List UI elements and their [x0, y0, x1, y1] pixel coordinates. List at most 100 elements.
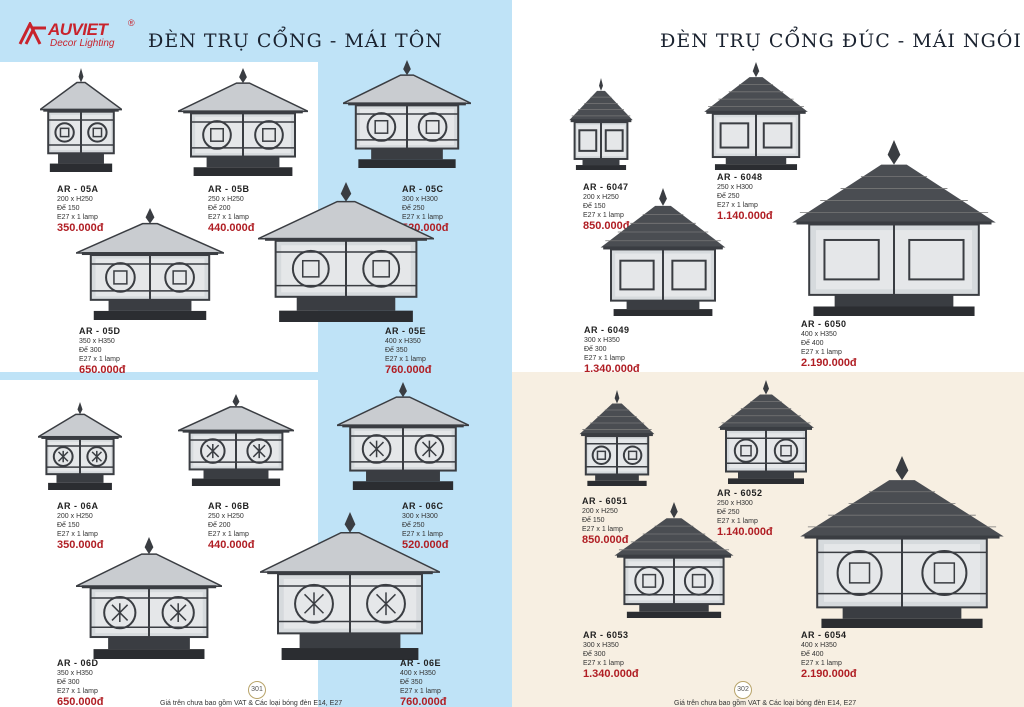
- product-code: AR - 06D: [57, 658, 99, 668]
- product-code: AR - 6054: [801, 630, 847, 640]
- product-price: 850.000đ: [582, 534, 629, 546]
- product-size: 200 x H250: [57, 513, 93, 520]
- product-price: 850.000đ: [583, 220, 630, 232]
- brand-logo: AUVIET ® Decor Lighting: [18, 18, 138, 54]
- product-lamp: E27 x 1 lamp: [57, 531, 98, 538]
- product-base: Đế 300: [584, 346, 607, 353]
- product-lamp: E27 x 1 lamp: [717, 518, 758, 525]
- catalog-page-left: AUVIET ® Decor Lighting ĐÈN TRỤ CỔNG - M…: [0, 0, 512, 707]
- gate-lamp-image: [177, 394, 295, 486]
- product-base: Đế 200: [208, 205, 231, 212]
- product-lamp: E27 x 1 lamp: [402, 214, 443, 221]
- gate-lamp-image: [257, 182, 435, 322]
- product-size: 200 x H250: [583, 194, 619, 201]
- product-price: 350.000đ: [57, 539, 104, 551]
- product-size: 350 x H350: [57, 670, 93, 677]
- product-price: 440.000đ: [208, 539, 255, 551]
- product-code: AR - 6052: [717, 488, 763, 498]
- product-lamp: E27 x 1 lamp: [584, 355, 625, 362]
- product-size: 400 x H350: [385, 338, 421, 345]
- gate-lamp-image: [568, 78, 634, 170]
- product-price: 650.000đ: [79, 364, 126, 376]
- product-base: Đế 300: [79, 347, 102, 354]
- gate-lamp-image: [788, 140, 1000, 316]
- page-number-right: 302: [734, 681, 752, 699]
- gate-lamp-image: [342, 60, 472, 168]
- product-price: 760.000đ: [385, 364, 432, 376]
- product-code: AR - 05C: [402, 184, 444, 194]
- product-base: Đế 300: [57, 679, 80, 686]
- brand-name: AUVIET: [48, 20, 108, 39]
- product-code: AR - 05A: [57, 184, 99, 194]
- product-base: Đế 400: [801, 340, 824, 347]
- product-size: 200 x H250: [582, 508, 618, 515]
- product-code: AR - 06C: [402, 501, 444, 511]
- product-price: 1.340.000đ: [584, 363, 640, 375]
- gate-lamp-image: [336, 382, 470, 490]
- product-base: Đế 350: [400, 679, 423, 686]
- product-lamp: E27 x 1 lamp: [582, 526, 623, 533]
- product-size: 400 x H350: [801, 331, 837, 338]
- product-price: 520.000đ: [402, 539, 449, 551]
- product-lamp: E27 x 1 lamp: [717, 202, 758, 209]
- product-code: AR - 06A: [57, 501, 99, 511]
- brand-subtitle: Decor Lighting: [50, 38, 115, 49]
- product-code: AR - 06E: [400, 658, 442, 668]
- product-size: 300 x H350: [583, 642, 619, 649]
- product-lamp: E27 x 1 lamp: [583, 212, 624, 219]
- gate-lamp-image: [598, 188, 728, 316]
- product-base: Đế 150: [582, 517, 605, 524]
- product-lamp: E27 x 1 lamp: [801, 660, 842, 667]
- product-size: 400 x H350: [801, 642, 837, 649]
- product-base: Đế 300: [583, 651, 606, 658]
- gate-lamp-image: [796, 456, 1008, 628]
- product-size: 400 x H350: [400, 670, 436, 677]
- product-price: 2.190.000đ: [801, 357, 857, 369]
- product-base: Đế 150: [57, 205, 80, 212]
- product-price: 760.000đ: [400, 696, 447, 707]
- product-lamp: E27 x 1 lamp: [402, 531, 443, 538]
- product-lamp: E27 x 1 lamp: [79, 356, 120, 363]
- product-size: 350 x H350: [79, 338, 115, 345]
- product-size: 250 x H300: [717, 500, 753, 507]
- product-code: AR - 6049: [584, 325, 630, 335]
- header-band: [0, 0, 512, 62]
- product-code: AR - 05D: [79, 326, 121, 336]
- page-number-left: 301: [248, 681, 266, 699]
- gate-lamp-image: [259, 512, 441, 660]
- product-code: AR - 6047: [583, 182, 629, 192]
- product-price: 2.190.000đ: [801, 668, 857, 680]
- product-size: 200 x H250: [57, 196, 93, 203]
- product-base: Đế 250: [717, 193, 740, 200]
- catalog-page-right: ĐÈN TRỤ CỔNG ĐÚC - MÁI NGÓI 302 Giá trên…: [512, 0, 1024, 707]
- product-price: 440.000đ: [208, 222, 255, 234]
- product-base: Đế 250: [717, 509, 740, 516]
- product-base: Đế 200: [208, 522, 231, 529]
- gate-lamp-image: [177, 68, 309, 176]
- product-code: AR - 6051: [582, 496, 628, 506]
- product-code: AR - 6048: [717, 172, 763, 182]
- product-base: Đế 250: [402, 522, 425, 529]
- product-size: 250 x H250: [208, 196, 244, 203]
- product-code: AR - 6053: [583, 630, 629, 640]
- product-lamp: E27 x 1 lamp: [400, 688, 441, 695]
- product-lamp: E27 x 1 lamp: [385, 356, 426, 363]
- product-size: 300 x H300: [402, 513, 438, 520]
- gate-lamp-image: [75, 537, 223, 659]
- product-lamp: E27 x 1 lamp: [801, 349, 842, 356]
- product-lamp: E27 x 1 lamp: [208, 214, 249, 221]
